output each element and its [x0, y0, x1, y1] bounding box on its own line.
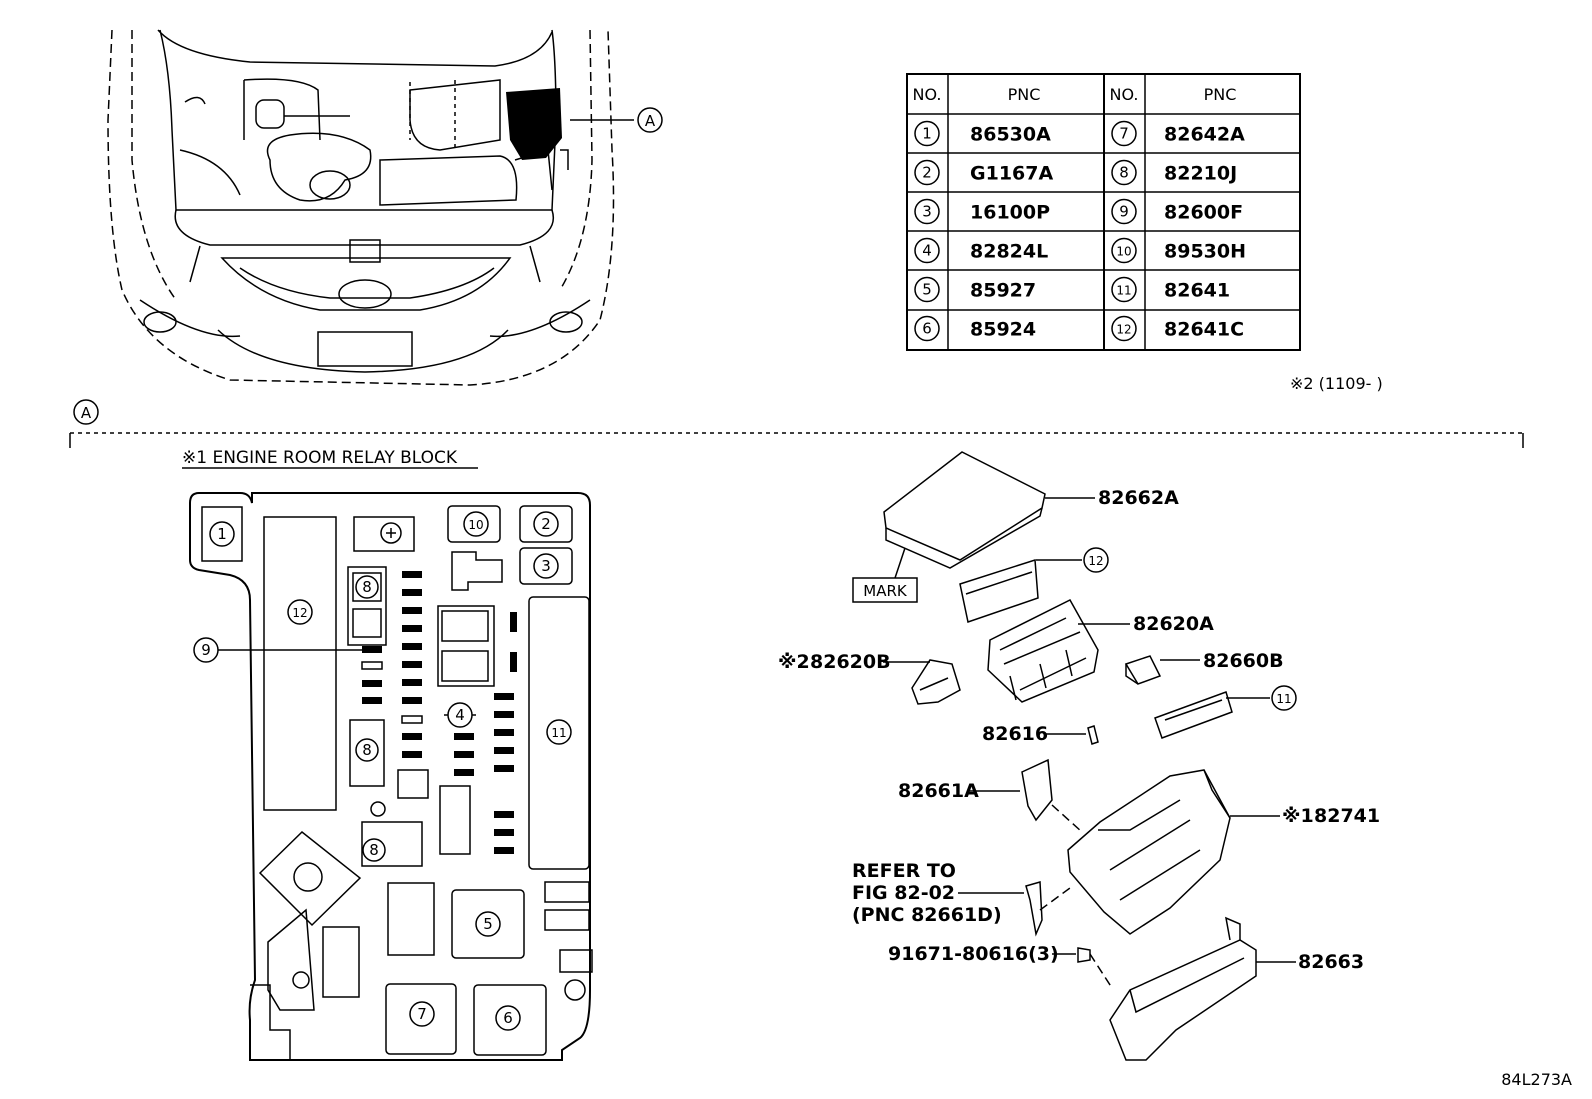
table-row-pnc-left: 82824L — [970, 241, 1048, 263]
relay-label-4: 4 — [455, 706, 465, 724]
table-row-pnc-left: 85924 — [970, 319, 1036, 341]
relay-label-8-lower: 8 — [369, 841, 379, 859]
note-1-prefix: ※1 — [1282, 805, 1314, 827]
label-82620A: 82620A — [1133, 613, 1214, 635]
table-row-pnc-left: 86530A — [970, 124, 1051, 146]
relay-label-2: 2 — [541, 515, 551, 533]
table-row-no-right: 7 — [1119, 125, 1129, 143]
table-row-no-left: 5 — [922, 281, 932, 299]
relay-label-8-upper: 8 — [362, 578, 372, 596]
view-marker-a-top: A — [645, 112, 656, 130]
table-row-number-circle — [914, 315, 940, 342]
relay-label-11: 11 — [551, 726, 566, 740]
table-row-no-right: 10 — [1116, 245, 1131, 259]
parts-table: NO. PNC NO. PNC 1 86530A 7 82642A 2 G1167A 8 82… — [906, 73, 1301, 351]
fuse-column-left — [362, 571, 422, 758]
table-row-no-left: 4 — [922, 242, 932, 260]
table-row-pnc-right: 82210J — [1164, 163, 1237, 185]
table-header-pnc-right: PNC — [1204, 85, 1237, 104]
relay-label-10: 10 — [468, 518, 483, 532]
table-row-pnc-right: 82642A — [1164, 124, 1245, 146]
label-82620B: 82620B — [810, 651, 891, 673]
table-header-no-right: NO. — [1110, 85, 1139, 104]
table-row-number-circle — [1111, 120, 1137, 147]
table-row-number-circle — [914, 276, 940, 303]
section-a-divider: A — [69, 399, 1524, 448]
table-row-no-left: 1 — [922, 125, 932, 143]
table-header-pnc-left: PNC — [1008, 85, 1041, 104]
label-82660B: 82660B — [1203, 650, 1284, 672]
table-row-number-circle — [1111, 276, 1137, 303]
table-row-no-left: 6 — [922, 320, 932, 338]
relay-label-9: 9 — [201, 641, 211, 659]
label-82616: 82616 — [982, 723, 1048, 745]
relay-label-12: 12 — [292, 606, 307, 620]
table-row-no-left: 3 — [922, 203, 932, 221]
table-row-number-circle — [1111, 237, 1137, 264]
label-82741: 82741 — [1314, 805, 1380, 827]
note-date-range: ※2 (1109- ) — [1290, 374, 1383, 393]
relay-block-layout: ※1 ENGINE ROOM RELAY BLOCK — [182, 448, 593, 1061]
label-item-11: 11 — [1276, 692, 1291, 706]
table-row-number-circle — [914, 120, 940, 147]
relay-label-1: 1 — [217, 525, 227, 543]
table-row-pnc-left: 16100P — [970, 202, 1050, 224]
relay-label-6: 6 — [503, 1009, 513, 1027]
table-row-number-circle — [1111, 159, 1137, 186]
table-rows: 1 86530A 7 82642A 2 G1167A 8 82210J 3 16100P 9 8260… — [914, 120, 1246, 342]
table-row-number-circle — [1111, 315, 1137, 342]
relay-label-8-middle: 8 — [362, 741, 372, 759]
note-2-prefix: ※2 — [778, 651, 810, 673]
label-82663: 82663 — [1298, 951, 1364, 973]
mark-label: MARK — [863, 582, 908, 600]
table-row-no-right: 8 — [1119, 164, 1129, 182]
table-row-no-right: 12 — [1116, 323, 1131, 337]
table-row-pnc-right: 89530H — [1164, 241, 1246, 263]
table-row-no-right: 9 — [1119, 203, 1129, 221]
car-front-illustration: A — [107, 29, 663, 386]
table-row-pnc-right: 82641 — [1164, 280, 1230, 302]
fuse-column-right — [454, 612, 517, 854]
relay-label-7: 7 — [417, 1005, 427, 1023]
table-row-number-circle — [914, 237, 940, 264]
label-82662A: 82662A — [1098, 487, 1179, 509]
table-header-no-left: NO. — [913, 85, 942, 104]
table-row-pnc-right: 82641C — [1164, 319, 1244, 341]
relay-label-3: 3 — [541, 557, 551, 575]
table-row-pnc-right: 82600F — [1164, 202, 1243, 224]
label-82661A: 82661A — [898, 780, 979, 802]
table-row-no-right: 11 — [1116, 284, 1131, 298]
label-item-12: 12 — [1088, 554, 1103, 568]
figure-code: 84L273A — [1501, 1070, 1572, 1089]
label-bolt-91671-80616: 91671-80616(3) — [888, 943, 1059, 965]
table-row-number-circle — [914, 159, 940, 186]
refer-line-1: REFER TO — [852, 860, 956, 882]
refer-line-3: (PNC 82661D) — [852, 904, 1002, 926]
view-marker-a: A — [81, 404, 92, 422]
table-row-pnc-left: G1167A — [970, 163, 1053, 185]
relay-label-5: 5 — [483, 915, 493, 933]
relay-block-title: ※1 ENGINE ROOM RELAY BLOCK — [182, 448, 458, 468]
table-row-pnc-left: 85927 — [970, 280, 1036, 302]
table-row-number-circle — [914, 198, 940, 225]
table-row-number-circle — [1111, 198, 1137, 225]
exploded-view: 82662A MARK 12 82620A ※2 82620B 82660B — [778, 451, 1380, 1061]
table-row-no-left: 2 — [922, 164, 932, 182]
refer-line-2: FIG 82-02 — [852, 882, 955, 904]
